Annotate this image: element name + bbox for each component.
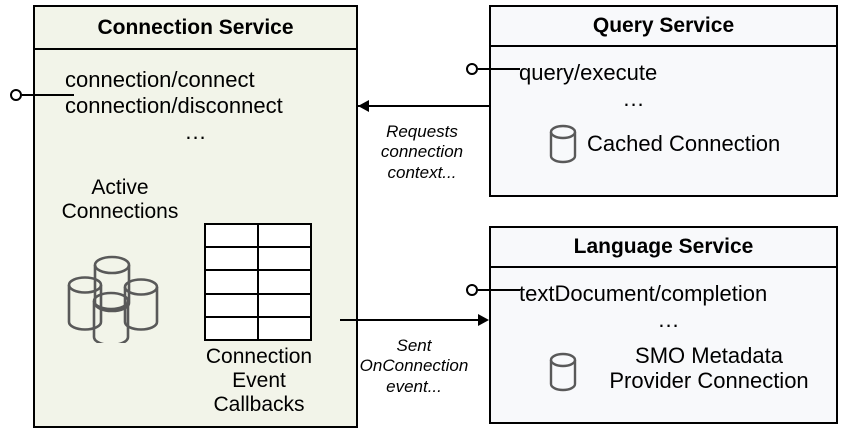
edge-label-line2: OnConnection [359,356,469,376]
edge-connection-to-language-line [340,319,478,321]
edge-connection-to-language-arrowhead [478,314,489,326]
language-service-api-ellipsis: ... [658,306,680,332]
query-service-body: query/execute ... Cached Connection [491,47,836,195]
edge-query-to-connection-arrowhead [358,100,369,112]
table-row[interactable] [204,222,312,249]
table-body [204,222,312,342]
edge-query-to-connection-line [358,105,489,107]
edge-label-line3: event... [386,376,442,396]
api-textdocument-completion: textDocument/completion [519,281,768,306]
database-cylinder-icon [546,350,580,394]
language-service-api-list: textDocument/completion ... [519,281,819,333]
connection-service-api-ellipsis: ... [185,118,207,144]
component-language-service[interactable]: Language Service textDocument/completion… [489,226,838,424]
query-service-api-ellipsis: ... [623,85,645,111]
active-connections-label: Active Connections [40,176,200,224]
lollipop-interface-icon[interactable] [466,63,478,75]
table-cell[interactable] [204,246,259,272]
table-cell[interactable] [204,315,259,342]
database-cluster-icon [57,243,177,347]
lollipop-interface-icon[interactable] [10,89,22,101]
table-cell[interactable] [257,292,312,318]
table-row[interactable] [204,246,312,272]
table-cell[interactable] [257,315,312,342]
connection-service-body: connection/connect connection/disconnect… [35,50,356,426]
edge-label-line1: Requests [386,122,458,141]
table-row[interactable] [204,269,312,295]
api-connection-connect: connection/connect [65,67,255,92]
api-query-execute: query/execute [519,60,658,85]
connection-event-callbacks-table[interactable] [204,222,312,342]
smo-label-line1: SMO Metadata [635,343,783,368]
cached-connection-label-text: Cached Connection [587,131,781,156]
edge-connection-to-language-label: Sent OnConnection event... [344,336,484,397]
edge-label-line1: Sent [396,336,432,355]
table-cell[interactable] [257,269,312,295]
query-service-title: Query Service [491,7,836,47]
language-service-body: textDocument/completion ... SMO Metadata… [491,268,836,422]
cached-connection-label: Cached Connection [587,131,823,156]
api-connection-disconnect: connection/disconnect [65,92,283,118]
connection-service-provided-interface[interactable] [10,89,74,101]
language-service-title: Language Service [491,228,836,268]
edge-label-line2: connection [380,142,464,162]
database-cylinder-icon [546,122,580,166]
lollipop-stem [478,289,520,291]
table-cell[interactable] [257,246,312,272]
table-cell[interactable] [257,222,312,249]
connection-event-callbacks-label: Connection Event Callbacks [179,345,339,417]
table-cell[interactable] [204,292,259,318]
database-cluster-icon-svg [67,255,159,347]
table-cell[interactable] [204,269,259,295]
connection-service-title: Connection Service [35,7,356,50]
smo-metadata-provider-connection-label: SMO Metadata Provider Connection [587,343,831,393]
lollipop-stem [478,68,520,70]
lollipop-interface-icon[interactable] [466,284,478,296]
database-cylinder-icon-svg [549,124,577,164]
query-service-provided-interface[interactable] [466,63,520,75]
edge-query-to-connection-label: Requests connection context... [360,122,484,183]
table-cell[interactable] [204,222,259,249]
edge-label-line3: context... [387,162,457,182]
active-connections-label-line1: Active [91,176,149,199]
callbacks-label-line3: Callbacks [213,392,305,416]
callbacks-label-line1: Connection [205,345,313,368]
query-service-api-list: query/execute ... [519,60,749,112]
component-query-service[interactable]: Query Service query/execute ... Cached C… [489,5,838,197]
callbacks-label-line2: Event [232,368,286,392]
table-row[interactable] [204,292,312,318]
component-connection-service[interactable]: Connection Service connection/connect co… [33,5,358,428]
table-row[interactable] [204,315,312,342]
active-connections-label-line2: Connections [61,199,179,223]
lollipop-stem [22,94,74,96]
language-service-provided-interface[interactable] [466,284,520,296]
database-cylinder-icon-svg [549,352,577,392]
connection-service-api-list: connection/connect connection/disconnect… [65,67,327,145]
smo-label-line2: Provider Connection [609,368,809,394]
